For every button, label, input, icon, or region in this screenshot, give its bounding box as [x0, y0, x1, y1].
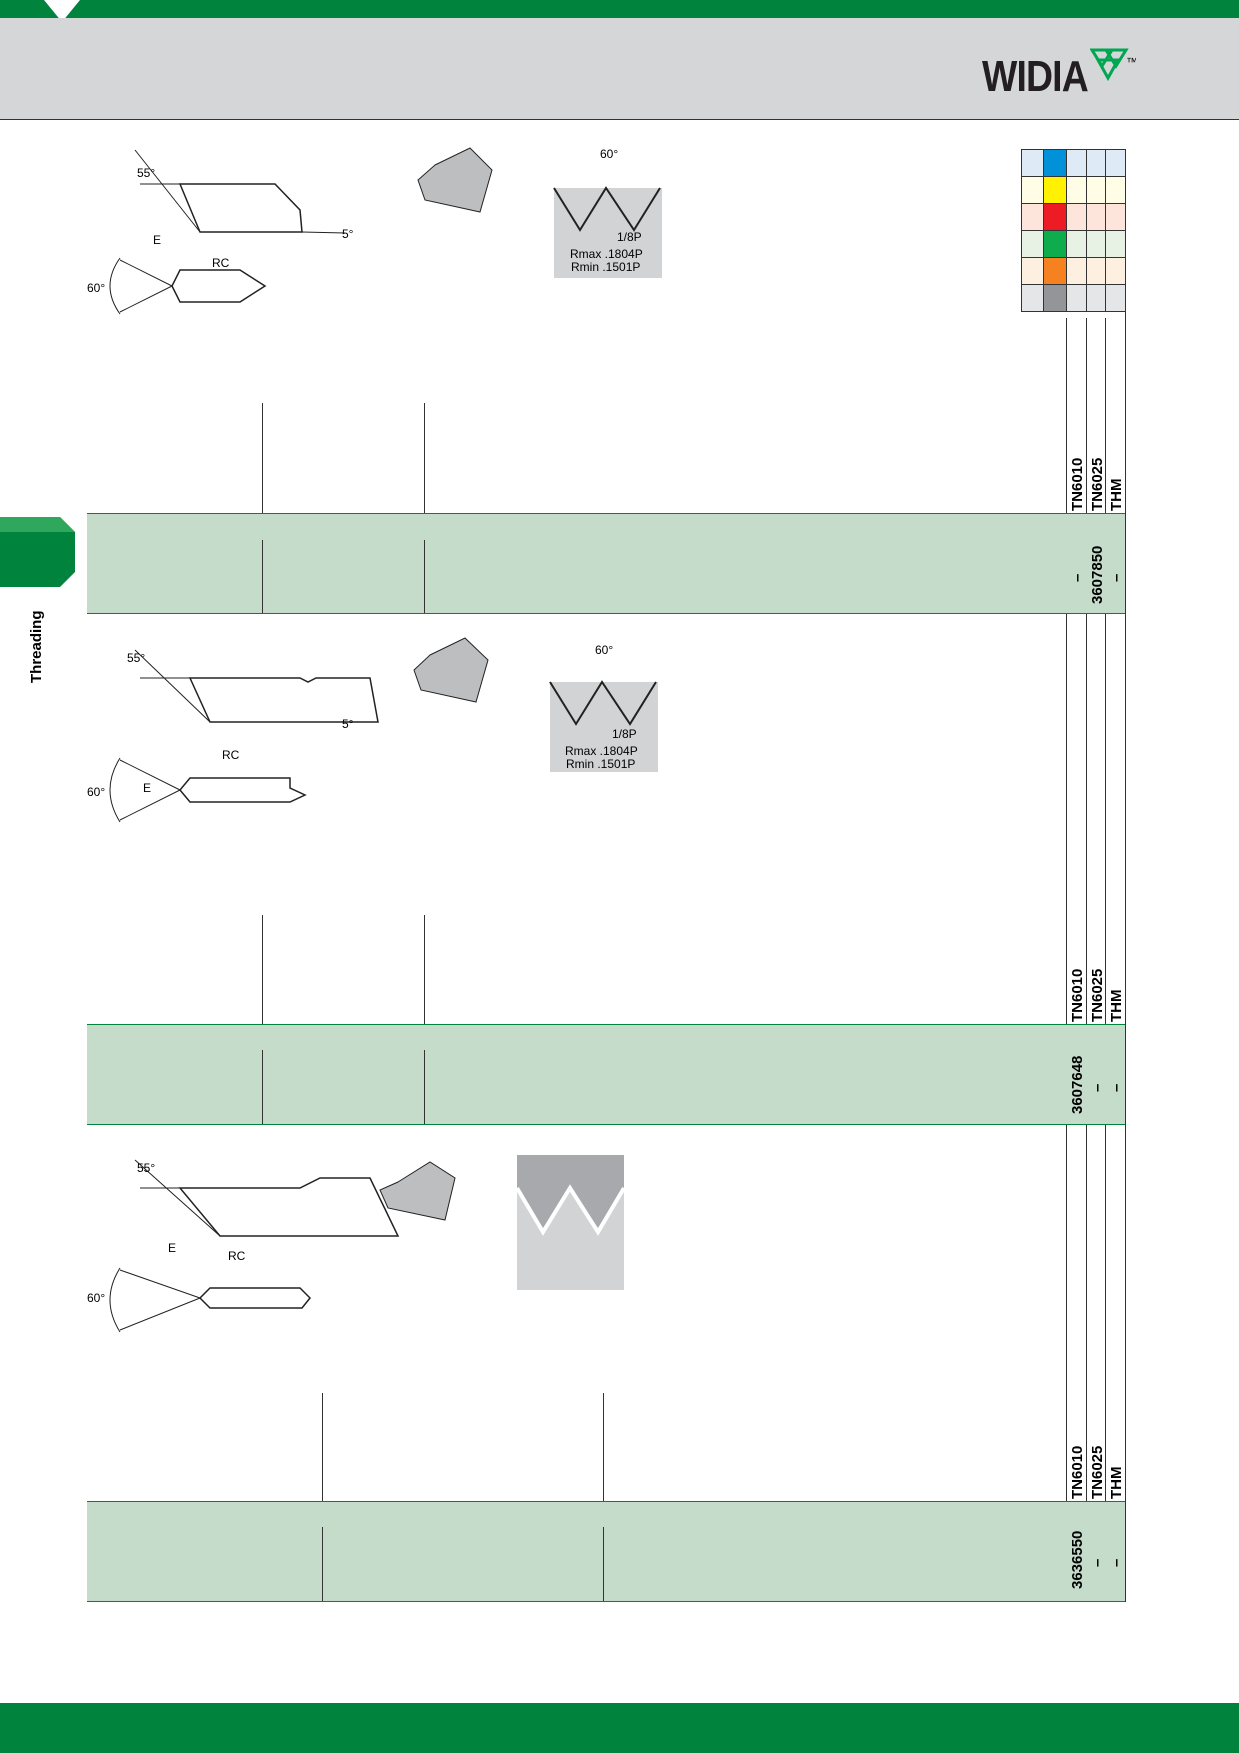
- svg-text:™: ™: [1126, 55, 1136, 69]
- top-bar: [0, 0, 1239, 18]
- order-number: –: [1108, 1083, 1125, 1092]
- grade-grid-cell: [1021, 230, 1044, 258]
- svg-text:E: E: [153, 233, 161, 247]
- svg-text:RC: RC: [222, 748, 240, 762]
- order-number: 3636550: [1069, 1530, 1086, 1589]
- grade-header: TN6025: [1089, 968, 1106, 1022]
- grade-grid-cell: [1066, 176, 1087, 204]
- grade-grid-cell: [1086, 176, 1106, 204]
- grade-grid-cell: [1105, 203, 1126, 231]
- grade-grid-cell: [1021, 257, 1044, 285]
- svg-text:1/8P: 1/8P: [617, 230, 642, 244]
- insert-drawing-1: 55° 5° E RC 60° 60° 1/8P Rmax .1804P Rmi…: [87, 147, 662, 315]
- order-number: –: [1108, 1558, 1125, 1567]
- order-number: –: [1108, 573, 1125, 582]
- grade-grid-row: [1021, 203, 1126, 231]
- grade-color-grid: [1021, 149, 1126, 312]
- grade-color-swatch: [1043, 230, 1067, 258]
- grade-color-swatch: [1043, 149, 1067, 177]
- widia-logo: WIDIA: [982, 52, 1089, 101]
- grade-grid-cell: [1021, 203, 1044, 231]
- grade-header: TN6010: [1069, 968, 1086, 1022]
- grade-header: TN6025: [1089, 1445, 1106, 1499]
- grade-grid-cell: [1066, 203, 1087, 231]
- band-1: [87, 513, 1125, 613]
- grade-grid-cell: [1066, 230, 1087, 258]
- grade-header: THM: [1108, 1466, 1125, 1500]
- grade-color-swatch: [1043, 176, 1067, 204]
- svg-text:55°: 55°: [137, 166, 155, 180]
- grade-grid-cell: [1066, 284, 1087, 312]
- grade-grid-cell: [1066, 149, 1087, 177]
- grade-grid-cell: [1021, 149, 1044, 177]
- widia-logo-mark-icon: ™: [1090, 48, 1136, 82]
- svg-text:5°: 5°: [342, 717, 354, 731]
- svg-text:1/8P: 1/8P: [612, 727, 637, 741]
- svg-text:RC: RC: [212, 256, 230, 270]
- grade-grid-cell: [1105, 257, 1126, 285]
- grade-header: THM: [1108, 989, 1125, 1023]
- grade-header: TN6010: [1069, 1445, 1086, 1499]
- svg-text:RC: RC: [228, 1249, 246, 1263]
- svg-text:60°: 60°: [87, 281, 105, 295]
- grade-grid-row: [1021, 149, 1126, 177]
- svg-text:Rmax .1804P: Rmax .1804P: [570, 247, 643, 261]
- grade-grid-cell: [1086, 230, 1106, 258]
- order-number: –: [1089, 1558, 1106, 1567]
- grade-grid-cell: [1086, 284, 1106, 312]
- grade-color-swatch: [1043, 203, 1067, 231]
- grade-grid-cell: [1066, 257, 1087, 285]
- insert-drawing-2: 55° 5° RC E 60° 60° 1/8P Rmax .1804P Rmi…: [87, 637, 658, 823]
- grade-grid-row: [1021, 176, 1126, 204]
- side-tab[interactable]: [0, 517, 75, 587]
- order-number: 3607850: [1089, 545, 1106, 604]
- svg-text:60°: 60°: [595, 643, 613, 657]
- order-number: –: [1089, 1083, 1106, 1092]
- svg-text:Rmax .1804P: Rmax .1804P: [565, 744, 638, 758]
- insert-drawing-3: 55° E RC 60°: [87, 1155, 626, 1333]
- svg-text:Rmin .1501P: Rmin .1501P: [566, 757, 635, 771]
- grade-grid-row: [1021, 284, 1126, 312]
- page-header: [0, 18, 1239, 120]
- grade-header: THM: [1108, 478, 1125, 512]
- grade-grid-cell: [1105, 149, 1126, 177]
- grade-grid-cell: [1021, 284, 1044, 312]
- grade-grid-row: [1021, 230, 1126, 258]
- svg-text:E: E: [168, 1241, 176, 1255]
- grade-grid-cell: [1021, 176, 1044, 204]
- svg-text:55°: 55°: [127, 651, 145, 665]
- grade-grid-cell: [1105, 176, 1126, 204]
- grade-grid-cell: [1086, 203, 1106, 231]
- grade-color-swatch: [1043, 284, 1067, 312]
- svg-text:E: E: [143, 781, 151, 795]
- footer-bar: [0, 1703, 1239, 1753]
- grade-color-swatch: [1043, 257, 1067, 285]
- grade-header: TN6025: [1089, 457, 1106, 511]
- grade-grid-cell: [1086, 149, 1106, 177]
- band-2: [87, 1024, 1125, 1124]
- svg-text:60°: 60°: [87, 785, 105, 799]
- order-number: –: [1069, 573, 1086, 582]
- svg-text:60°: 60°: [600, 147, 618, 161]
- svg-text:5°: 5°: [342, 227, 354, 241]
- svg-text:60°: 60°: [87, 1291, 105, 1305]
- grade-grid-row: [1021, 257, 1126, 285]
- grade-grid-cell: [1086, 257, 1106, 285]
- grade-grid-cell: [1105, 230, 1126, 258]
- order-number: 3607648: [1069, 1055, 1086, 1114]
- grade-header: TN6010: [1069, 457, 1086, 511]
- band-3: [87, 1501, 1125, 1601]
- svg-text:Rmin .1501P: Rmin .1501P: [571, 260, 640, 274]
- svg-text:55°: 55°: [137, 1161, 155, 1175]
- grade-grid-cell: [1105, 284, 1126, 312]
- side-tab-label: Threading: [28, 610, 45, 683]
